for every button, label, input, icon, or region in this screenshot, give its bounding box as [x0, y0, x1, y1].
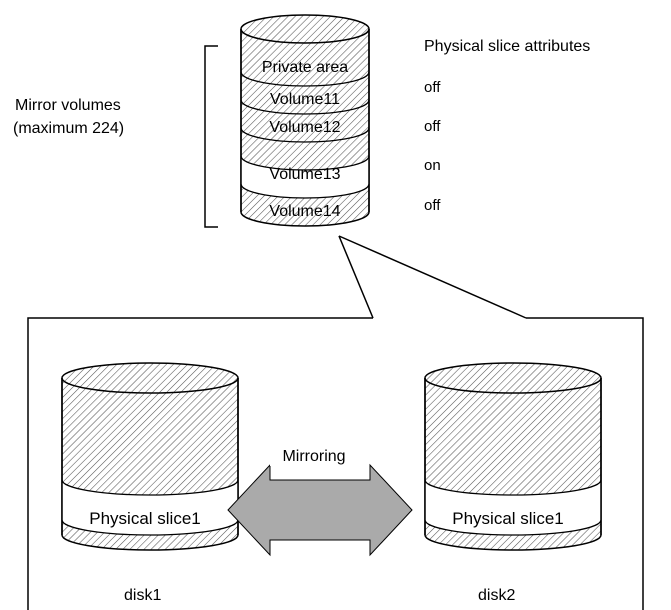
attribute-volume13: on — [424, 157, 441, 174]
disk1-slice-label: Physical slice1 — [89, 509, 201, 528]
stack-divider-1 — [240, 71, 370, 87]
disk1-cylinder — [61, 362, 239, 551]
callout-line-left — [338, 235, 374, 319]
disk2-name: disk2 — [478, 587, 515, 604]
attributes-heading: Physical slice attributes — [424, 38, 590, 55]
stack-divider-2 — [240, 99, 370, 115]
stack-divider-5 — [240, 183, 370, 199]
stack-divider-4 — [240, 155, 370, 171]
mirroring-label-bg — [270, 444, 358, 466]
slice-label-volume11: Volume11 — [270, 91, 340, 108]
mirroring-arrow — [227, 463, 413, 557]
slice-label-private-area: Private area — [262, 59, 348, 76]
detail-frame — [27, 317, 644, 610]
callout-line-right — [338, 235, 527, 319]
disk2-cylinder — [424, 362, 602, 551]
slice-label-volume13: Volume13 — [269, 166, 340, 183]
volume13-band — [241, 156, 369, 198]
mirroring-label: Mirroring — [282, 448, 345, 465]
disk2-slice-label: Physical slice1 — [452, 509, 564, 528]
stack-cylinder-top — [240, 14, 370, 44]
mirror-volumes-label: Mirror volumes — [15, 97, 121, 114]
mirror-volumes-bracket — [204, 45, 218, 228]
slice-label-volume14: Volume14 — [269, 203, 340, 220]
slice-label-volume12: Volume12 — [269, 119, 340, 136]
mirror-volumes-max-label: (maximum 224) — [13, 120, 124, 137]
disk1-slice-band — [62, 480, 238, 535]
attribute-volume11: off — [424, 79, 441, 96]
attribute-volume14: off — [424, 197, 441, 214]
volume-stack-cylinder: Private area Volume11 Volume12 Volume13 … — [240, 14, 370, 227]
attribute-volume12: off — [424, 118, 441, 135]
disk2-slice-band — [425, 480, 601, 535]
disk1-name: disk1 — [124, 587, 161, 604]
stack-divider-3 — [240, 127, 370, 143]
